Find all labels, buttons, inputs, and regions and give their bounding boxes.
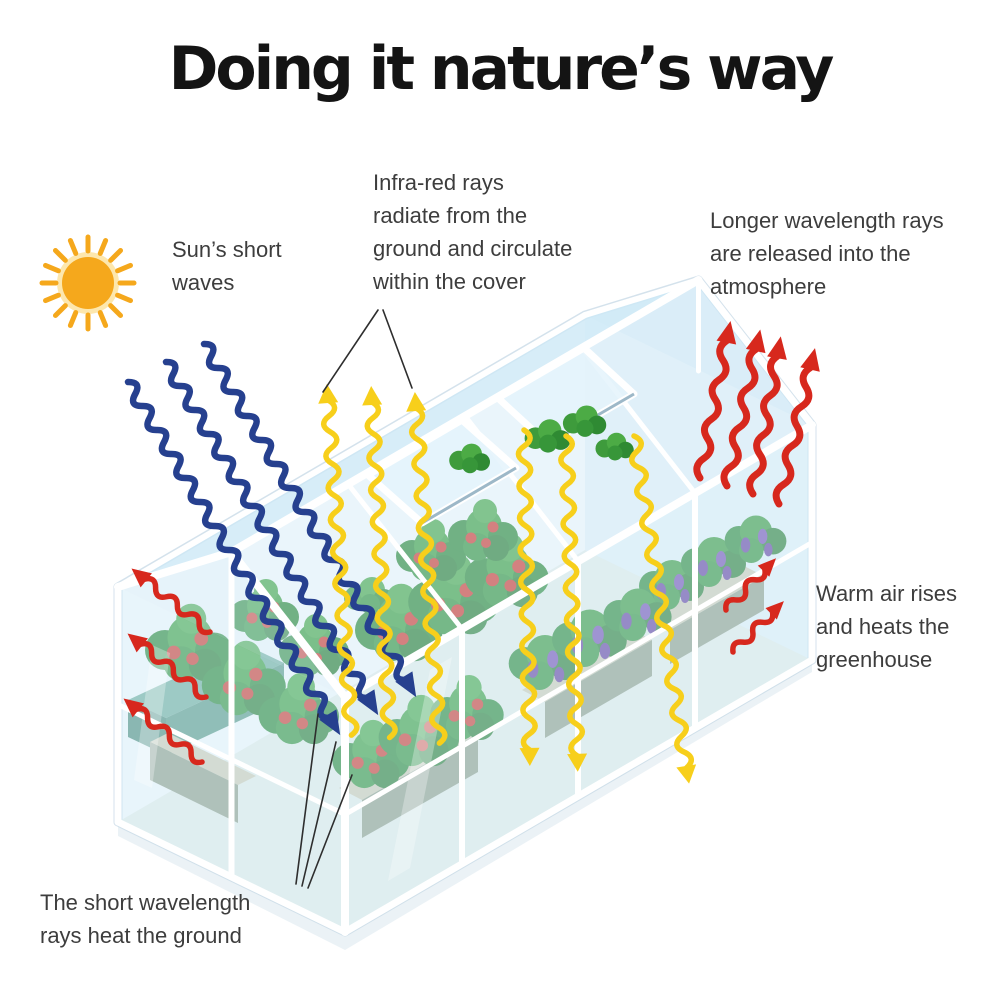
label-line: Sun’s short: [172, 237, 282, 262]
label-line: are released into the: [710, 241, 911, 266]
label-line: ground and circulate: [373, 236, 573, 261]
label-short-wavelength-ground: The short wavelength rays heat the groun…: [40, 886, 250, 952]
infrared-ray: [406, 392, 448, 746]
label-line: radiate from the: [373, 203, 528, 228]
released-ray-arrow: [127, 633, 209, 701]
infrared-ray: [515, 427, 540, 766]
sun-icon: [39, 234, 137, 332]
label-line: atmosphere: [710, 274, 827, 299]
released-rays-arrows: [693, 320, 820, 508]
label-line: Longer wavelength rays: [710, 208, 944, 233]
label-line: and heats the: [816, 614, 950, 639]
warm-air-arrow: [723, 558, 777, 613]
released-ray-arrow: [772, 348, 820, 508]
pointer-line: [322, 309, 379, 393]
released-ray-arrow: [123, 698, 205, 766]
warm-air-arrows: [723, 558, 784, 655]
infrared-ray: [558, 433, 588, 772]
released-ray-arrow: [693, 320, 737, 482]
glass-shine: [134, 645, 170, 788]
released-ray-arrow: [746, 336, 787, 498]
infrared-ray: [318, 384, 360, 738]
label-line: Infra-red rays: [373, 170, 504, 195]
infrared-ray: [629, 433, 697, 784]
label-line: The short wavelength: [40, 890, 251, 915]
short-wave-arrows: [124, 340, 417, 736]
released-ray-arrow: [720, 329, 766, 490]
label-longer-wavelength-rays: Longer wavelength rays are released into…: [710, 204, 944, 303]
infrared-rays: [318, 384, 697, 784]
released-rays-left-arrows: [123, 568, 213, 766]
roof-skylight-window: [364, 416, 520, 527]
label-line: Warm air rises: [816, 581, 957, 606]
released-ray-arrow: [131, 568, 213, 636]
warm-air-arrow: [730, 601, 784, 655]
pointer-line: [295, 713, 319, 885]
label-line: greenhouse: [816, 647, 933, 672]
pointer-line: [382, 309, 413, 389]
pointer-line: [307, 774, 353, 889]
label-warm-air-rises: Warm air rises and heats the greenhouse: [816, 577, 957, 676]
pointer-line: [301, 741, 337, 887]
short-wave-arrow: [162, 358, 379, 716]
short-wave-arrow: [200, 340, 417, 698]
label-infra-red-rays: Infra-red rays radiate from the ground a…: [373, 166, 572, 298]
label-line: within the cover: [373, 269, 526, 294]
infrared-ray: [362, 386, 398, 741]
label-suns-short-waves: Sun’s short waves: [172, 233, 282, 299]
page-title: Doing it nature’s way: [168, 34, 835, 104]
label-line: waves: [172, 270, 235, 295]
pointer-lines: [295, 309, 413, 889]
short-wave-arrow: [124, 378, 341, 736]
label-line: rays heat the ground: [40, 923, 242, 948]
